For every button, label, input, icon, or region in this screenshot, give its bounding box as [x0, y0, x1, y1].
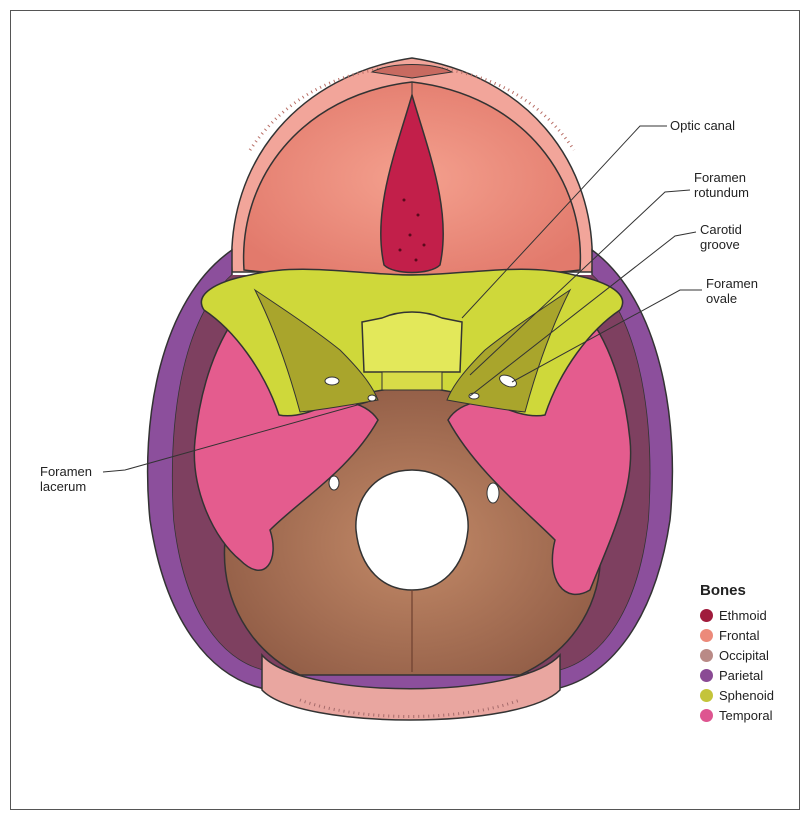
legend-swatch-occipital [700, 649, 713, 662]
foramen-magnum [356, 470, 468, 590]
legend-swatch-frontal [700, 629, 713, 642]
foramen-lacerum-left-hole [368, 395, 376, 401]
label-foramen-rotundum-line1: Foramen [694, 170, 749, 185]
label-foramen-lacerum-line2: lacerum [40, 479, 92, 494]
label-foramen-rotundum-line2: rotundum [694, 185, 749, 200]
legend-swatch-ethmoid [700, 609, 713, 622]
legend-label: Sphenoid [719, 688, 774, 703]
label-foramen-ovale-line1: Foramen [706, 276, 758, 291]
dorsum-sellae [382, 372, 442, 390]
foramen-ovale-left-hole [325, 377, 339, 385]
label-foramen-ovale-line2: ovale [706, 291, 758, 306]
legend-item-sphenoid: Sphenoid [700, 685, 774, 705]
jugular-foramen-right [487, 483, 499, 503]
label-foramen-lacerum: Foramen lacerum [40, 464, 92, 494]
legend-label: Ethmoid [719, 608, 767, 623]
legend-label: Frontal [719, 628, 759, 643]
label-carotid-groove-line2: groove [700, 237, 742, 252]
legend-item-frontal: Frontal [700, 625, 774, 645]
label-carotid-groove-line1: Carotid [700, 222, 742, 237]
legend-item-ethmoid: Ethmoid [700, 605, 774, 625]
legend-label: Occipital [719, 648, 769, 663]
legend-label: Temporal [719, 708, 772, 723]
legend-swatch-temporal [700, 709, 713, 722]
jugular-foramen-left [329, 476, 339, 490]
sella-turcica [362, 312, 462, 372]
legend-title: Bones [700, 582, 774, 599]
label-foramen-lacerum-line1: Foramen [40, 464, 92, 479]
legend-item-occipital: Occipital [700, 645, 774, 665]
legend-item-parietal: Parietal [700, 665, 774, 685]
legend-swatch-sphenoid [700, 689, 713, 702]
legend-item-temporal: Temporal [700, 705, 774, 725]
label-foramen-rotundum: Foramen rotundum [694, 170, 749, 200]
label-optic-canal: Optic canal [670, 118, 735, 133]
label-foramen-ovale: Foramen ovale [706, 276, 758, 306]
legend-swatch-parietal [700, 669, 713, 682]
legend-label: Parietal [719, 668, 763, 683]
label-carotid-groove: Carotid groove [700, 222, 742, 252]
